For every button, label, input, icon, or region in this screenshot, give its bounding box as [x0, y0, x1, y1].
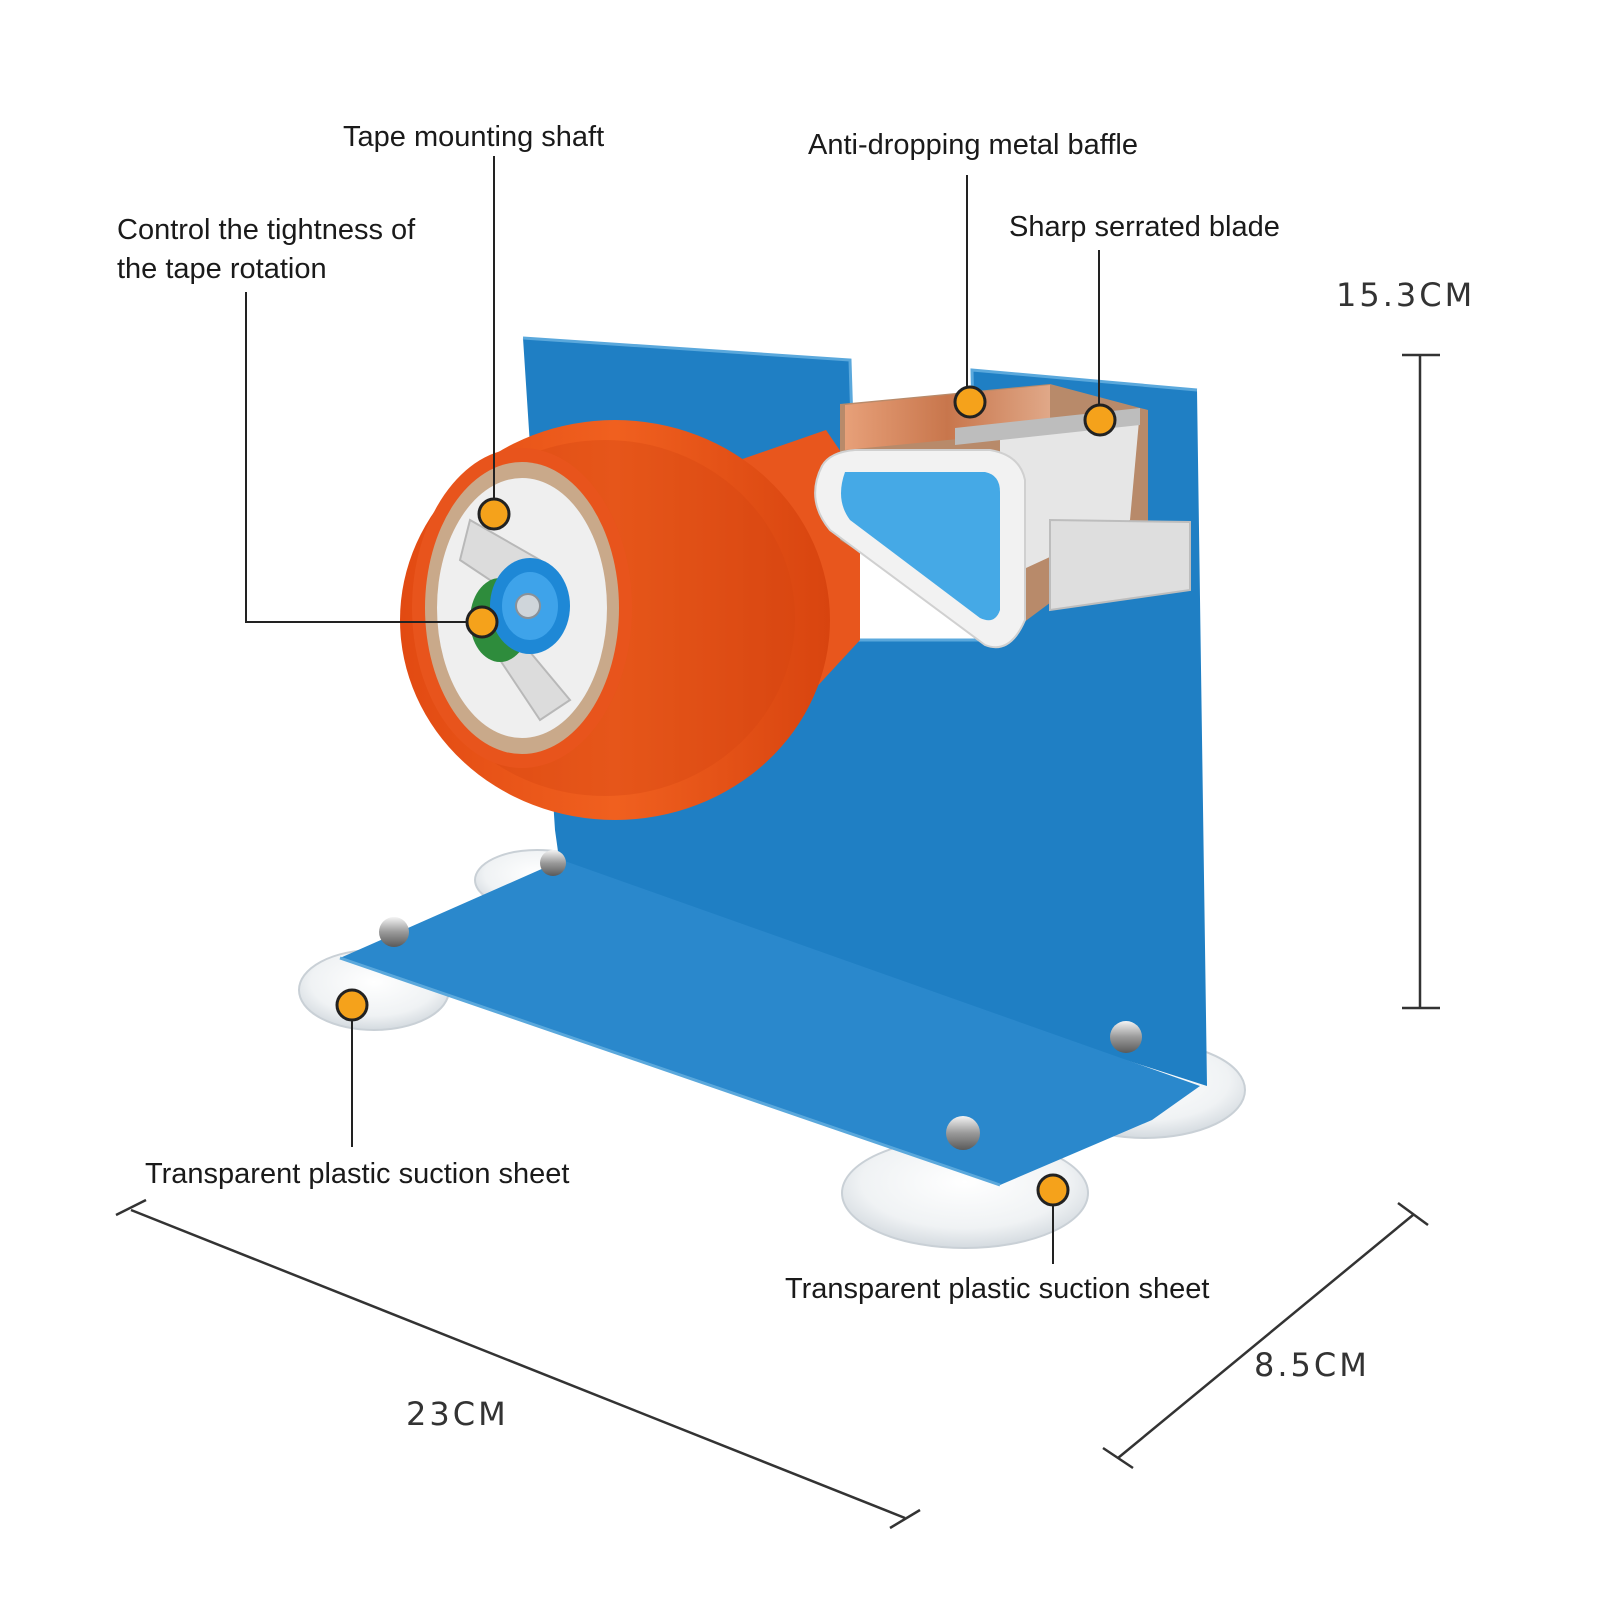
dimension-width: 23CM	[406, 1395, 509, 1433]
cutter-housing	[814, 384, 1191, 649]
base-plate	[339, 860, 1200, 1187]
dimension-line-height	[1402, 353, 1440, 1010]
dimension-depth: 8.5CM	[1254, 1346, 1370, 1384]
label-serrated-blade: Sharp serrated blade	[1009, 211, 1280, 243]
label-tape-mounting-shaft: Tape mounting shaft	[343, 121, 605, 153]
leader-line-tightness	[245, 292, 482, 623]
marker-blade	[1083, 403, 1117, 437]
dimension-height: 15.3CM	[1336, 276, 1476, 314]
label-suction-sheet-left: Transparent plastic suction sheet	[145, 1158, 570, 1190]
marker-suction-right	[1036, 1173, 1070, 1207]
label-suction-sheet-right: Transparent plastic suction sheet	[785, 1273, 1210, 1305]
dimension-line-depth	[1102, 1201, 1429, 1470]
marker-baffle	[953, 385, 987, 419]
label-tightness-line1: Control the tightness of	[117, 214, 416, 246]
marker-suction-left	[335, 988, 369, 1022]
label-metal-baffle: Anti-dropping metal baffle	[808, 129, 1138, 161]
leader-lines	[245, 156, 1100, 1264]
tension-knob	[490, 558, 570, 654]
marker-shaft	[477, 497, 511, 531]
label-tightness-line2: the tape rotation	[117, 253, 327, 285]
marker-tightness	[465, 605, 499, 639]
dimension-line-width	[115, 1198, 921, 1530]
